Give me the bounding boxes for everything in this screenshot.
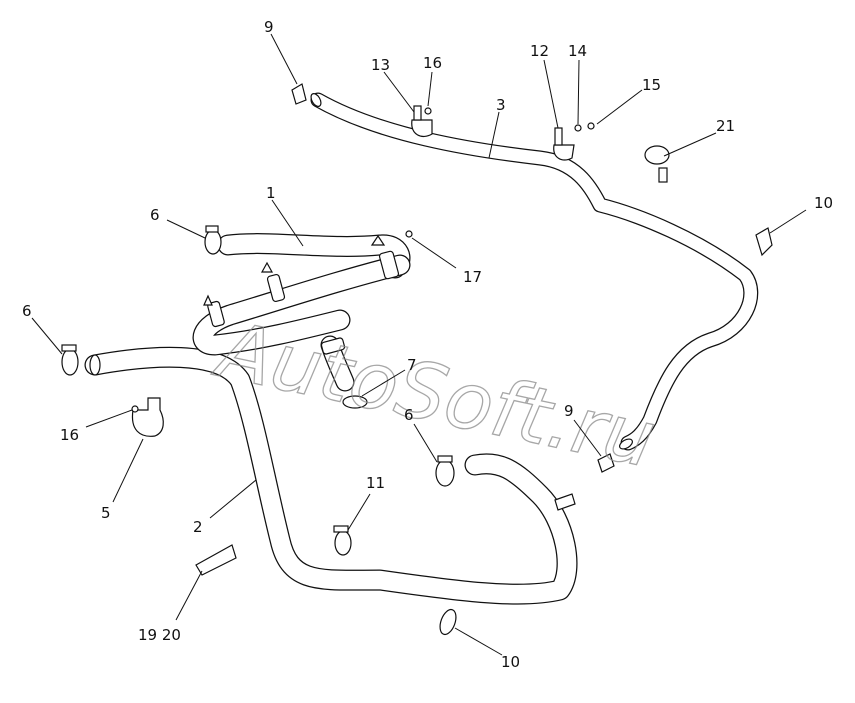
clamp-21 xyxy=(644,145,670,183)
callout-9-top: 9 xyxy=(264,18,274,36)
callout-16-left: 16 xyxy=(60,426,79,444)
callout-14: 14 xyxy=(568,42,587,60)
hose-1 xyxy=(192,233,411,392)
callout-10-right: 10 xyxy=(814,194,833,212)
callout-17: 17 xyxy=(463,268,482,286)
callout-2: 2 xyxy=(193,518,203,536)
callout-6-top: 6 xyxy=(150,206,160,224)
plug-9-right xyxy=(597,453,615,473)
clamp-10-right xyxy=(755,227,773,257)
clamp-6-lower xyxy=(435,455,455,487)
clamp-13 xyxy=(411,105,433,138)
leader-lines xyxy=(31,33,807,656)
callout-1: 1 xyxy=(266,184,276,202)
clamp-7 xyxy=(342,395,368,409)
small-fasteners xyxy=(131,107,595,413)
plug-9-top xyxy=(291,83,307,105)
callout-13: 13 xyxy=(371,56,390,74)
callout-7: 7 xyxy=(407,356,417,374)
callout-9-right: 9 xyxy=(564,402,574,420)
clamp-12 xyxy=(553,127,575,161)
callout-21: 21 xyxy=(716,117,735,135)
callout-6-lower: 6 xyxy=(404,406,414,424)
clamp-6-left xyxy=(61,344,79,376)
callout-3: 3 xyxy=(496,96,506,114)
clamp-5 xyxy=(131,397,164,437)
callout-12: 12 xyxy=(530,42,549,60)
hose-3 xyxy=(310,92,759,451)
callout-19-20: 19 20 xyxy=(138,626,181,644)
clamp-10-bottom xyxy=(439,608,457,636)
callout-10-bottom: 10 xyxy=(501,653,520,671)
callout-16-top: 16 xyxy=(423,54,442,72)
clamp-6-top xyxy=(204,225,222,255)
callout-5: 5 xyxy=(101,504,111,522)
callout-6-left: 6 xyxy=(22,302,32,320)
clamp-11 xyxy=(333,525,352,556)
callout-15: 15 xyxy=(642,76,661,94)
bracket-19-20 xyxy=(195,544,237,576)
callout-11: 11 xyxy=(366,474,385,492)
hose-2 xyxy=(84,346,578,605)
callout-labels: 9 13 16 3 12 14 15 21 10 1 6 17 6 7 9 6 … xyxy=(22,18,833,671)
